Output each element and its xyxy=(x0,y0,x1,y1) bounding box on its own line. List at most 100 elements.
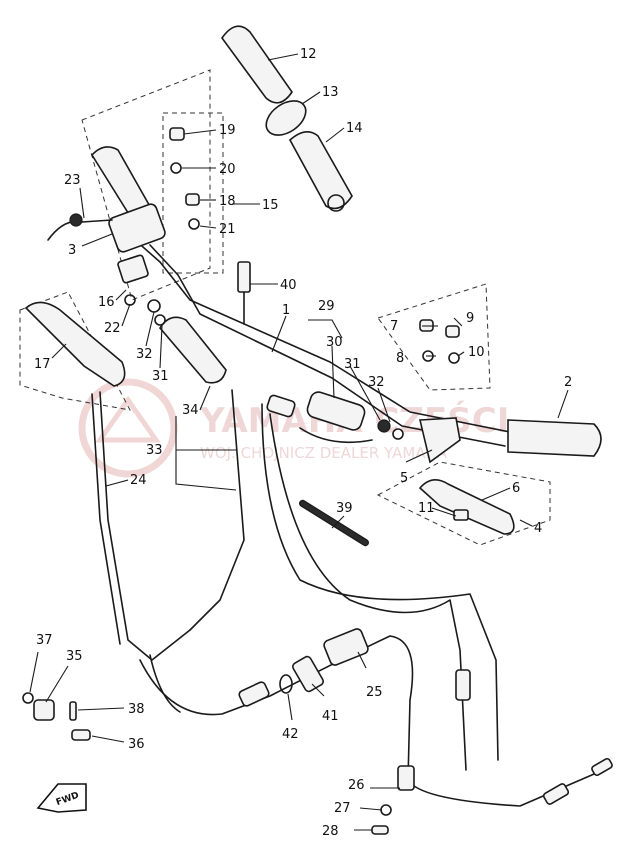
callout-42: 42 xyxy=(282,727,299,742)
throttle-grip-12 xyxy=(221,25,293,104)
group-box-15-inner xyxy=(162,112,224,274)
callout-40: 40 xyxy=(280,278,297,293)
callout-14: 14 xyxy=(346,121,363,136)
throttle-housing-30 xyxy=(306,391,366,431)
callout-17: 17 xyxy=(34,357,51,372)
callout-4: 4 xyxy=(534,521,542,536)
callout-labels: 12 13 14 19 20 18 15 21 23 3 40 1 16 22 … xyxy=(34,47,572,839)
clutch-lever-assembly xyxy=(24,203,166,387)
lever-bolt-11 xyxy=(453,509,469,521)
clip-37 xyxy=(22,692,34,704)
callout-3: 3 xyxy=(68,243,76,258)
callout-23: 23 xyxy=(64,173,81,188)
callout-16: 16 xyxy=(98,295,115,310)
grip-collar-13 xyxy=(265,100,307,136)
holder-16 xyxy=(117,254,149,284)
callout-30: 30 xyxy=(326,335,343,350)
callout-31-left: 31 xyxy=(152,369,169,384)
sleeve-end xyxy=(327,194,345,212)
left-grip-34 xyxy=(159,316,227,384)
fwd-direction-arrow: FWD xyxy=(36,783,87,813)
cable-end-right xyxy=(591,757,613,777)
group-box-4 xyxy=(376,461,551,546)
callout-36: 36 xyxy=(128,737,145,752)
throttle-sleeve-14 xyxy=(288,131,353,210)
callout-39: 39 xyxy=(336,501,353,516)
clutch-lever-17 xyxy=(24,301,126,387)
sleeve-41 xyxy=(292,655,324,693)
cables xyxy=(91,389,613,807)
clip-28 xyxy=(371,825,389,835)
callout-34: 34 xyxy=(182,403,199,418)
screw-31-left xyxy=(154,314,166,326)
callout-31-right: 31 xyxy=(344,357,361,372)
callout-13: 13 xyxy=(322,85,339,100)
callout-22: 22 xyxy=(104,321,121,336)
fwd-arrow-shape xyxy=(36,783,87,813)
callout-41: 41 xyxy=(322,709,339,724)
callout-6: 6 xyxy=(512,481,520,496)
cable-to-junction-25 xyxy=(269,413,467,771)
cable-to-carb xyxy=(261,403,499,761)
washer-10 xyxy=(448,352,460,364)
bolt-32-left xyxy=(147,299,161,313)
clutch-cable-24 xyxy=(99,391,191,661)
callout-7: 7 xyxy=(390,319,398,334)
callout-8: 8 xyxy=(396,351,404,366)
junction-box-25 xyxy=(323,628,369,666)
brake-lever-6 xyxy=(418,479,515,535)
throttle-grip-assembly xyxy=(221,25,353,212)
callout-12: 12 xyxy=(300,47,317,62)
handlebar-tube-lower xyxy=(149,244,506,447)
leader-lines xyxy=(29,53,569,831)
callout-11: 11 xyxy=(418,501,435,516)
callout-38: 38 xyxy=(128,702,145,717)
cable-adjuster-right xyxy=(542,783,570,805)
callout-25: 25 xyxy=(366,685,383,700)
callout-28: 28 xyxy=(322,824,339,839)
washer-20 xyxy=(170,162,182,174)
switch-body-29 xyxy=(266,394,296,418)
holder-35 xyxy=(33,699,55,721)
washer-21 xyxy=(188,218,200,230)
grip-sleeve-right xyxy=(299,427,373,444)
callout-20: 20 xyxy=(219,162,236,177)
callout-1: 1 xyxy=(282,303,290,318)
cable-lower-loop xyxy=(149,654,181,713)
o-ring-42 xyxy=(279,674,293,694)
watermark-logo-mark xyxy=(95,395,161,443)
bolt-32-right xyxy=(377,419,391,433)
nut-27 xyxy=(380,804,392,816)
cable-fitting-mid xyxy=(238,681,270,707)
callout-27: 27 xyxy=(334,801,351,816)
cable-24-sheath xyxy=(91,393,121,645)
brake-cable xyxy=(139,635,609,807)
callout-32-right: 32 xyxy=(368,375,385,390)
group-box-switch xyxy=(377,283,491,391)
adjuster-nut-23 xyxy=(69,213,83,227)
callout-18: 18 xyxy=(219,194,236,209)
callout-15: 15 xyxy=(262,198,279,213)
screw-18 xyxy=(185,193,200,206)
right-grip-assembly xyxy=(266,391,602,464)
throttle-cable-33 xyxy=(189,389,245,631)
cable-guide-40 xyxy=(237,261,251,293)
watermark-logo xyxy=(78,378,178,478)
pin-38 xyxy=(69,701,77,721)
callout-5: 5 xyxy=(400,471,408,486)
cable-fitting-carb xyxy=(455,669,471,701)
callout-33: 33 xyxy=(146,443,163,458)
callout-21: 21 xyxy=(219,222,236,237)
cable-adjuster-39 xyxy=(299,499,369,547)
callout-29: 29 xyxy=(318,299,335,314)
watermark-tagline: WOJ. CHOJNICZ DEALER YAMAHA xyxy=(200,444,448,462)
handlebar xyxy=(117,224,511,447)
callout-10: 10 xyxy=(468,345,485,360)
lever-bracket-3 xyxy=(108,203,166,253)
callout-24: 24 xyxy=(130,473,147,488)
handlebar-tube xyxy=(117,224,511,433)
callout-2: 2 xyxy=(564,375,572,390)
screw-31-right xyxy=(392,428,404,440)
screw-19 xyxy=(169,127,185,141)
